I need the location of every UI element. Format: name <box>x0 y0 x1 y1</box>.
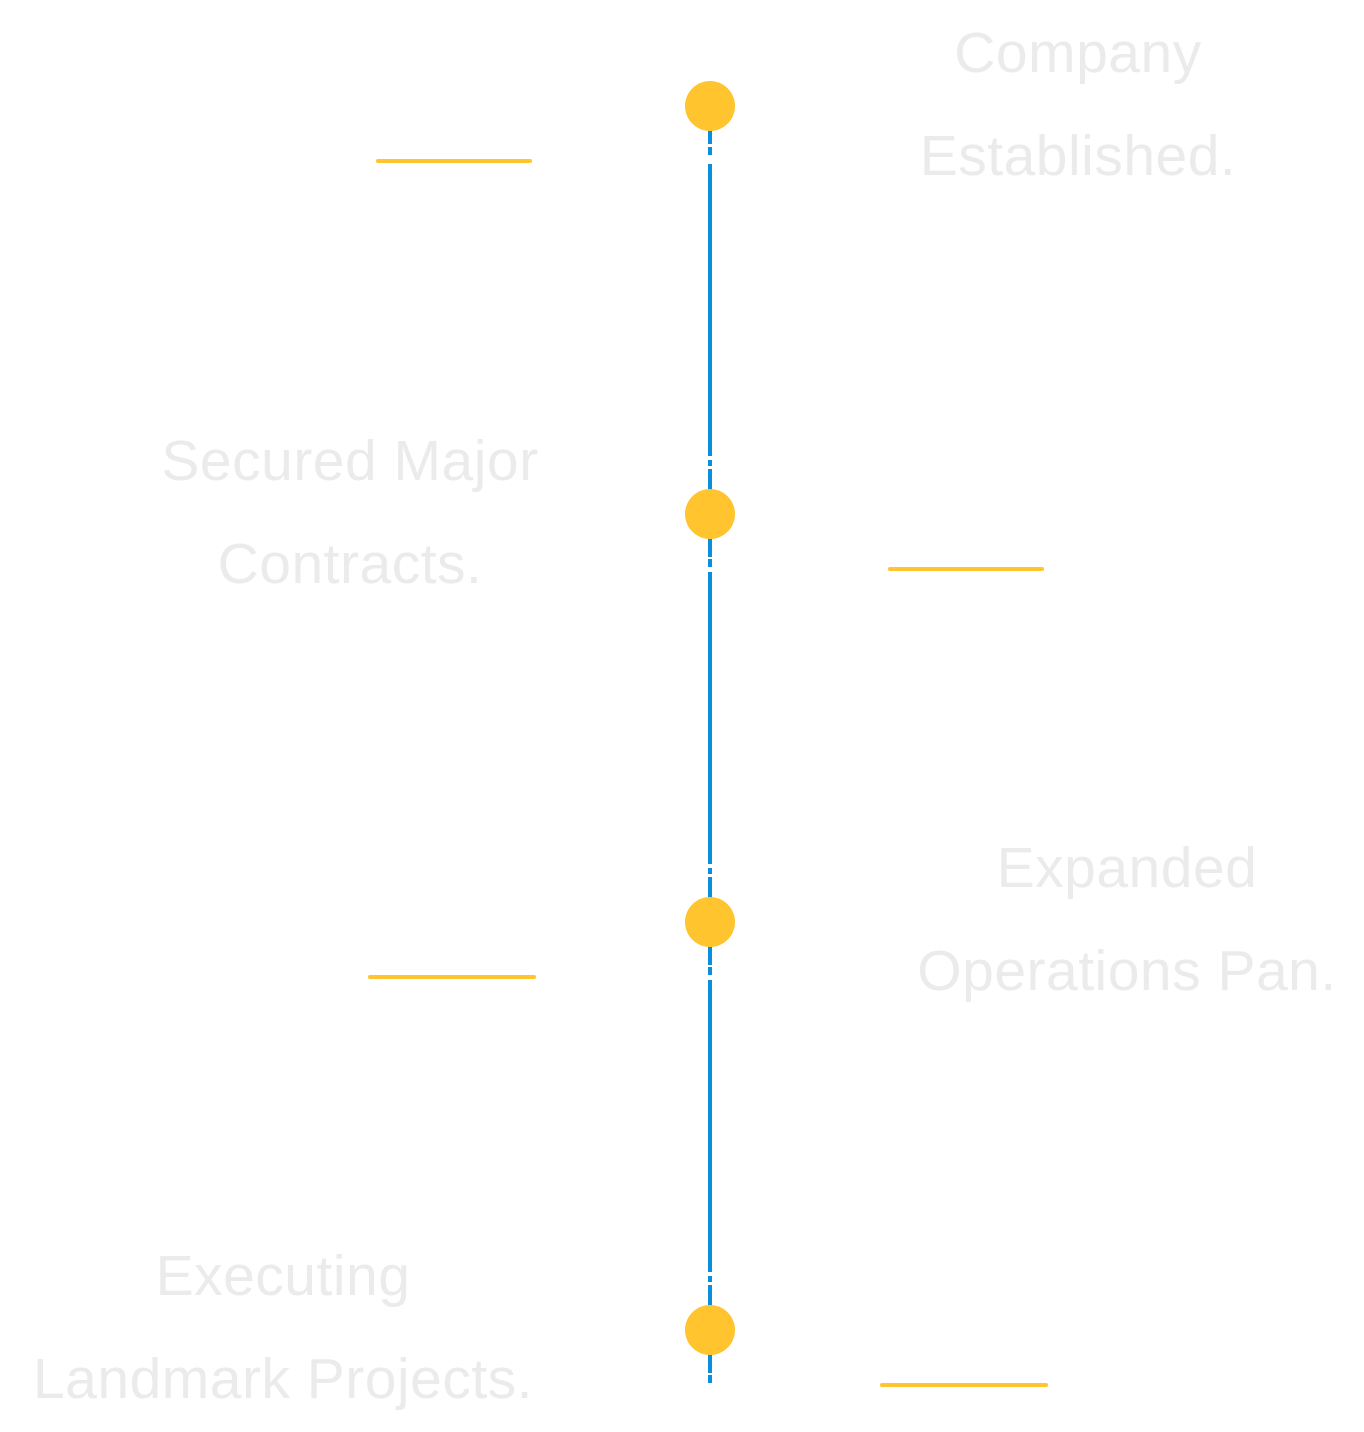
milestone-label-line1: Executing <box>155 1244 411 1308</box>
milestone-marker <box>685 897 735 947</box>
milestone-label-line1: Expanded <box>996 836 1258 900</box>
milestone-marker <box>685 489 735 539</box>
milestone-marker <box>685 81 735 131</box>
timeline-axis-segment <box>708 1276 712 1282</box>
timeline-axis-segment <box>708 164 712 456</box>
milestone-accent-line <box>888 567 1044 571</box>
milestone-marker <box>685 1305 735 1355</box>
timeline-axis-segment <box>708 147 712 155</box>
milestone-label: Executing Landmark Projects. <box>0 1225 566 1431</box>
timeline-axis-segment <box>708 980 712 1272</box>
timeline-axis-segment <box>708 460 712 466</box>
timeline-axis-segment <box>708 1375 712 1383</box>
milestone-label: Expanded Operations Pan. <box>877 817 1364 1023</box>
timeline-axis-segment <box>708 559 712 567</box>
milestone-label-line2: Landmark Projects. <box>32 1347 534 1411</box>
timeline-axis-segment <box>708 868 712 874</box>
milestone-label-line1: Secured Major <box>161 429 539 493</box>
milestone-accent-line <box>368 975 536 979</box>
milestone-accent-line <box>376 159 532 163</box>
milestone-label-line1: Company <box>954 21 1202 85</box>
timeline-axis-segment <box>708 967 712 975</box>
milestone-label: Secured Major Contracts. <box>100 410 600 616</box>
milestone-label-line2: Operations Pan. <box>917 939 1337 1003</box>
milestone-label-line2: Established. <box>919 124 1237 188</box>
milestone-label: Company Established. <box>878 2 1278 208</box>
milestone-label-line2: Contracts. <box>217 532 483 596</box>
milestone-accent-line <box>880 1383 1048 1387</box>
timeline-axis-segment <box>708 572 712 864</box>
